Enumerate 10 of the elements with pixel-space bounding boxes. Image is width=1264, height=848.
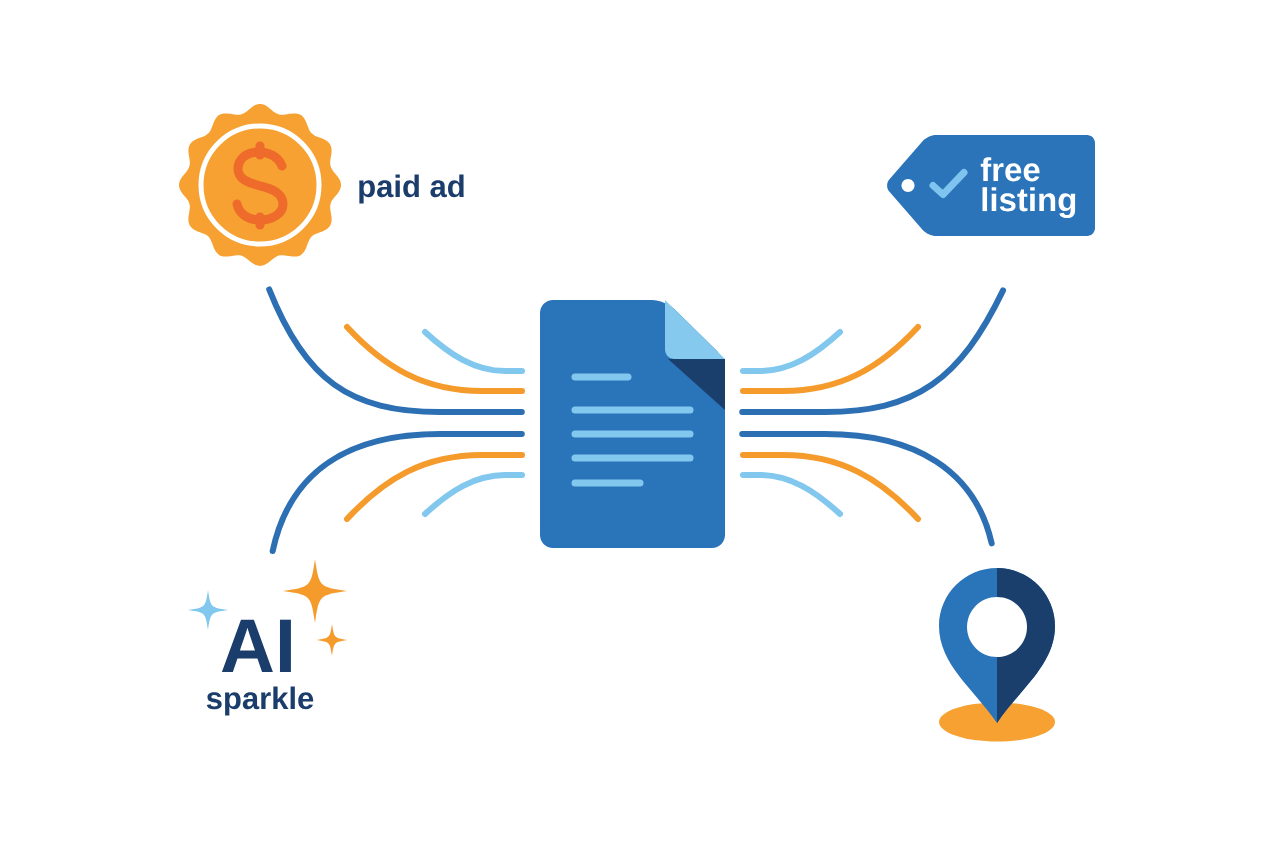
connector-line xyxy=(269,431,525,555)
node-label: sparkle xyxy=(206,686,314,716)
connector-line xyxy=(739,431,995,547)
document-icon xyxy=(540,300,725,548)
node-label: paid ad xyxy=(359,174,464,204)
connector-line xyxy=(739,287,1007,415)
price-tag: free listing xyxy=(887,135,1095,236)
heading: AI xyxy=(221,619,291,672)
map-pin-icon xyxy=(939,568,1055,742)
connector-line xyxy=(266,286,525,415)
